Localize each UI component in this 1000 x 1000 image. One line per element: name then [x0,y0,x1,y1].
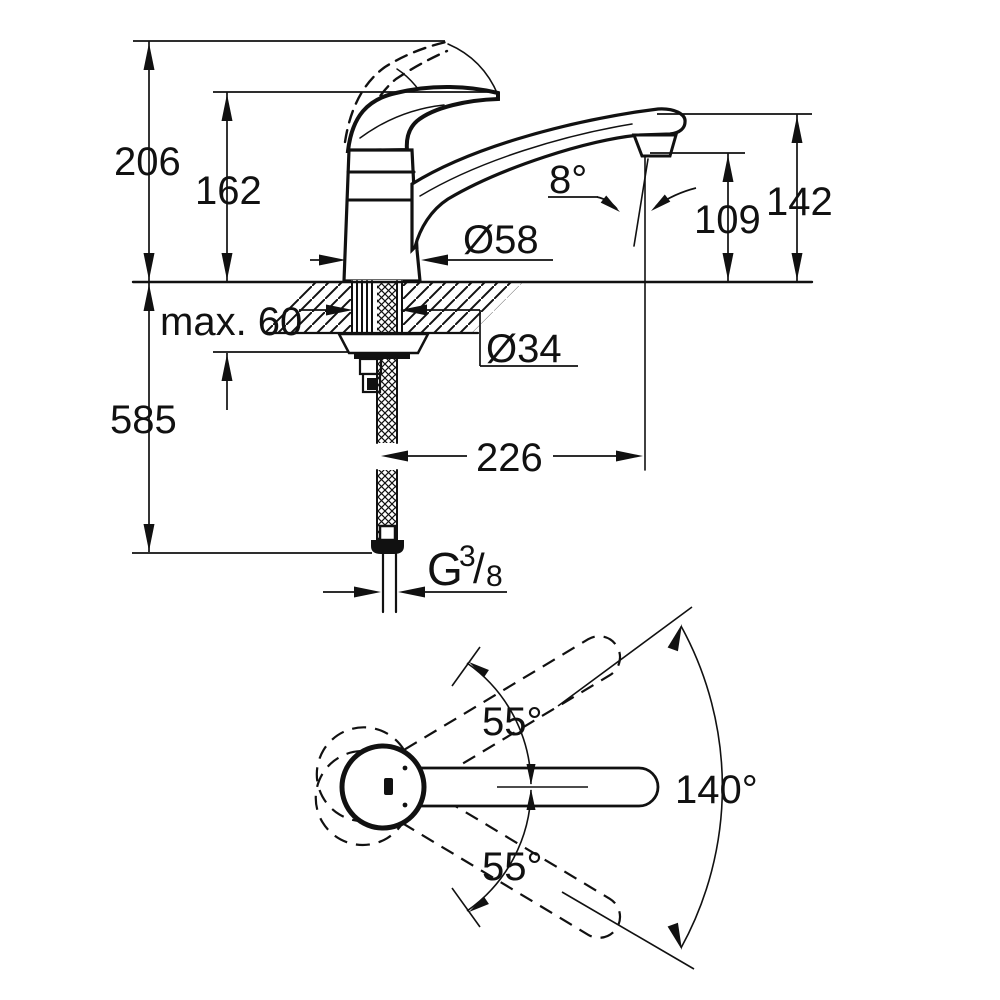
hose-collar [378,524,397,542]
handle-dashed-upper [314,635,622,847]
supply-fitting [358,357,383,394]
lever-handle-inner-line [359,104,445,139]
label-thread-slash: / [473,545,485,592]
label-swivel-range: 140° [675,768,758,812]
faucet-body [342,148,422,283]
lever-handle-side [345,84,500,154]
label-below-deck-length: 585 [110,398,177,442]
indicator-dot-bottom [402,802,408,808]
label-spout-angle: 8° [549,158,587,202]
dimension-labels: 206 162 585 max. 60 Ø58 Ø34 8° 109 142 2… [110,140,833,889]
top-view [314,606,724,970]
indicator-dot-top [402,765,408,771]
label-hole-diameter: Ø34 [486,327,562,371]
side-view [131,40,814,614]
label-body-height: 162 [195,169,262,213]
label-total-height: 206 [114,140,181,184]
label-thread-letter: G [427,543,463,595]
label-base-diameter: Ø58 [463,218,539,262]
handle-dashed-lower [315,726,622,939]
aerator [631,133,678,158]
label-max-deck-thickness: max. 60 [160,300,302,344]
hose-end-nut [371,540,404,554]
label-thread-numerator: 3 [459,540,476,573]
mounting-flange [336,332,431,355]
mounting-shank [351,280,403,334]
mounting-nut [354,353,410,359]
spout [410,107,687,254]
spout-inner-line [419,123,633,197]
label-spout-reach: 226 [476,436,543,480]
label-swing-upper: 55° [482,700,543,744]
label-swing-lower: 55° [482,845,543,889]
stream-tilted-line [633,158,649,247]
label-outlet-height: 109 [694,198,761,242]
label-spout-top-height: 142 [766,180,833,224]
handle-head-top-view [339,743,427,831]
label-thread-denominator: 8 [486,560,503,593]
braided-hose [371,358,404,614]
temperature-indicator [384,778,393,795]
